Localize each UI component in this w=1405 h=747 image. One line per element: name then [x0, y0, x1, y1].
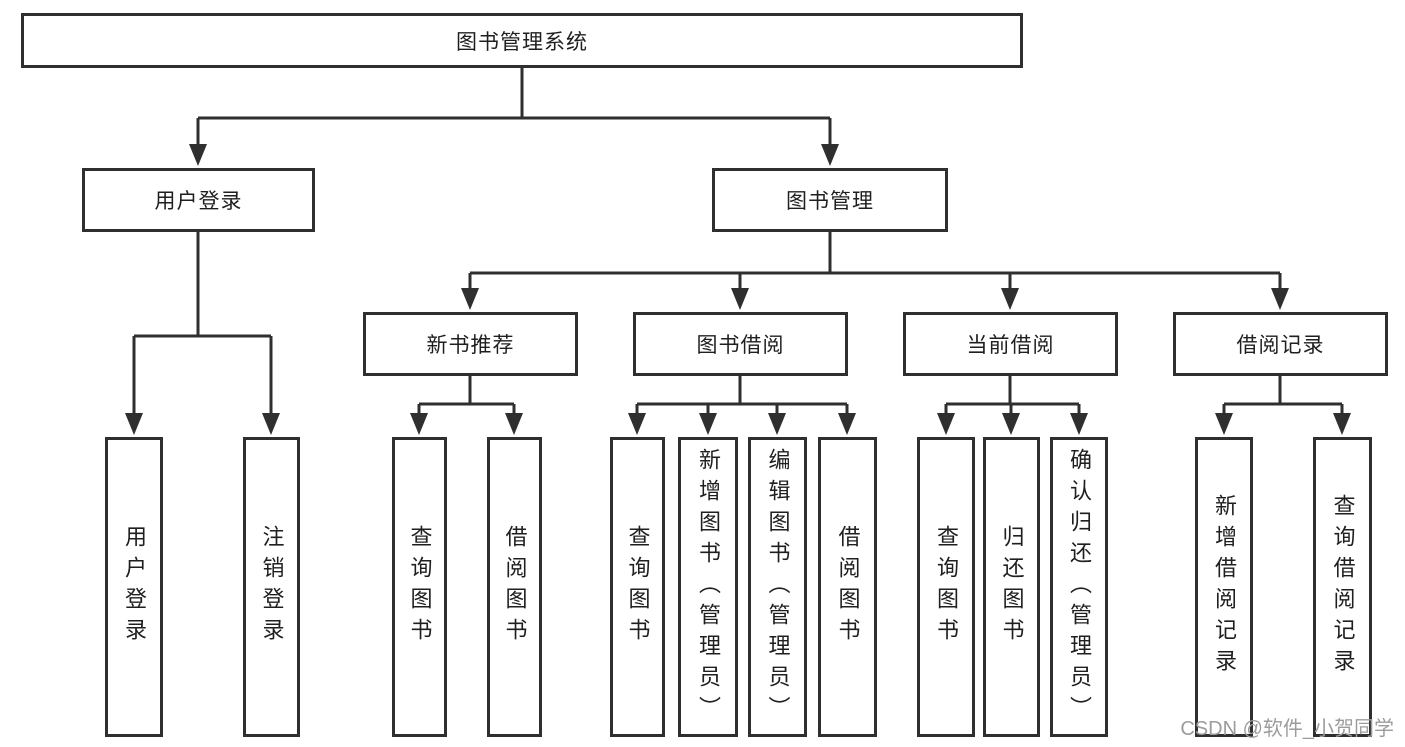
node-label: 当前借阅: [966, 334, 1055, 357]
node-new-book-recommend: 新书推荐: [363, 312, 578, 376]
node-label: 借阅记录: [1236, 334, 1325, 357]
node-label: 用户登录: [154, 190, 243, 213]
leaf-label: 用户登录: [122, 525, 147, 649]
node-label: 图书管理系统: [456, 30, 588, 54]
leaf-label: 借阅图书: [835, 525, 861, 649]
leaf-user-login: 用户登录: [105, 437, 163, 737]
leaf-label: 确认归还（管理员）: [1067, 447, 1092, 727]
leaf-recommend-query-books: 查询图书: [392, 437, 447, 737]
leaf-logout: 注销登录: [243, 437, 300, 737]
leaf-borrow-borrow-books: 借阅图书: [818, 437, 877, 737]
leaf-current-confirm-return-admin: 确认归还（管理员）: [1050, 437, 1108, 737]
leaf-label: 借阅图书: [502, 525, 528, 649]
node-borrow-records: 借阅记录: [1173, 312, 1388, 376]
csdn-watermark: CSDN @软件_小贺同学: [1180, 718, 1394, 740]
leaf-label: 注销登录: [259, 525, 285, 649]
leaf-label: 新增借阅记录: [1212, 494, 1237, 680]
leaf-label: 查询图书: [625, 525, 651, 649]
node-current-borrow: 当前借阅: [903, 312, 1118, 376]
leaf-borrow-edit-books-admin: 编辑图书（管理员）: [748, 437, 807, 737]
leaf-current-return-books: 归还图书: [983, 437, 1040, 737]
leaf-records-add-borrow-record: 新增借阅记录: [1195, 437, 1253, 737]
node-book-borrow: 图书借阅: [633, 312, 848, 376]
node-library-management-system: 图书管理系统: [21, 13, 1023, 68]
leaf-records-query-borrow-record: 查询借阅记录: [1313, 437, 1372, 737]
leaf-current-query-books: 查询图书: [917, 437, 975, 737]
node-label: 图书管理: [786, 190, 874, 213]
node-label: 图书借阅: [696, 334, 785, 357]
leaf-label: 查询借阅记录: [1330, 494, 1356, 680]
leaf-label: 查询图书: [934, 525, 959, 649]
leaf-borrow-query-books: 查询图书: [610, 437, 665, 737]
leaf-label: 新增图书（管理员）: [696, 447, 721, 727]
node-book-management: 图书管理: [712, 168, 948, 232]
leaf-label: 查询图书: [407, 525, 433, 649]
leaf-label: 编辑图书（管理员）: [765, 447, 791, 727]
node-user-login: 用户登录: [82, 168, 315, 232]
leaf-borrow-add-books-admin: 新增图书（管理员）: [678, 437, 738, 737]
leaf-label: 归还图书: [999, 525, 1025, 649]
node-label: 新书推荐: [426, 334, 515, 357]
leaf-recommend-borrow-books: 借阅图书: [487, 437, 542, 737]
